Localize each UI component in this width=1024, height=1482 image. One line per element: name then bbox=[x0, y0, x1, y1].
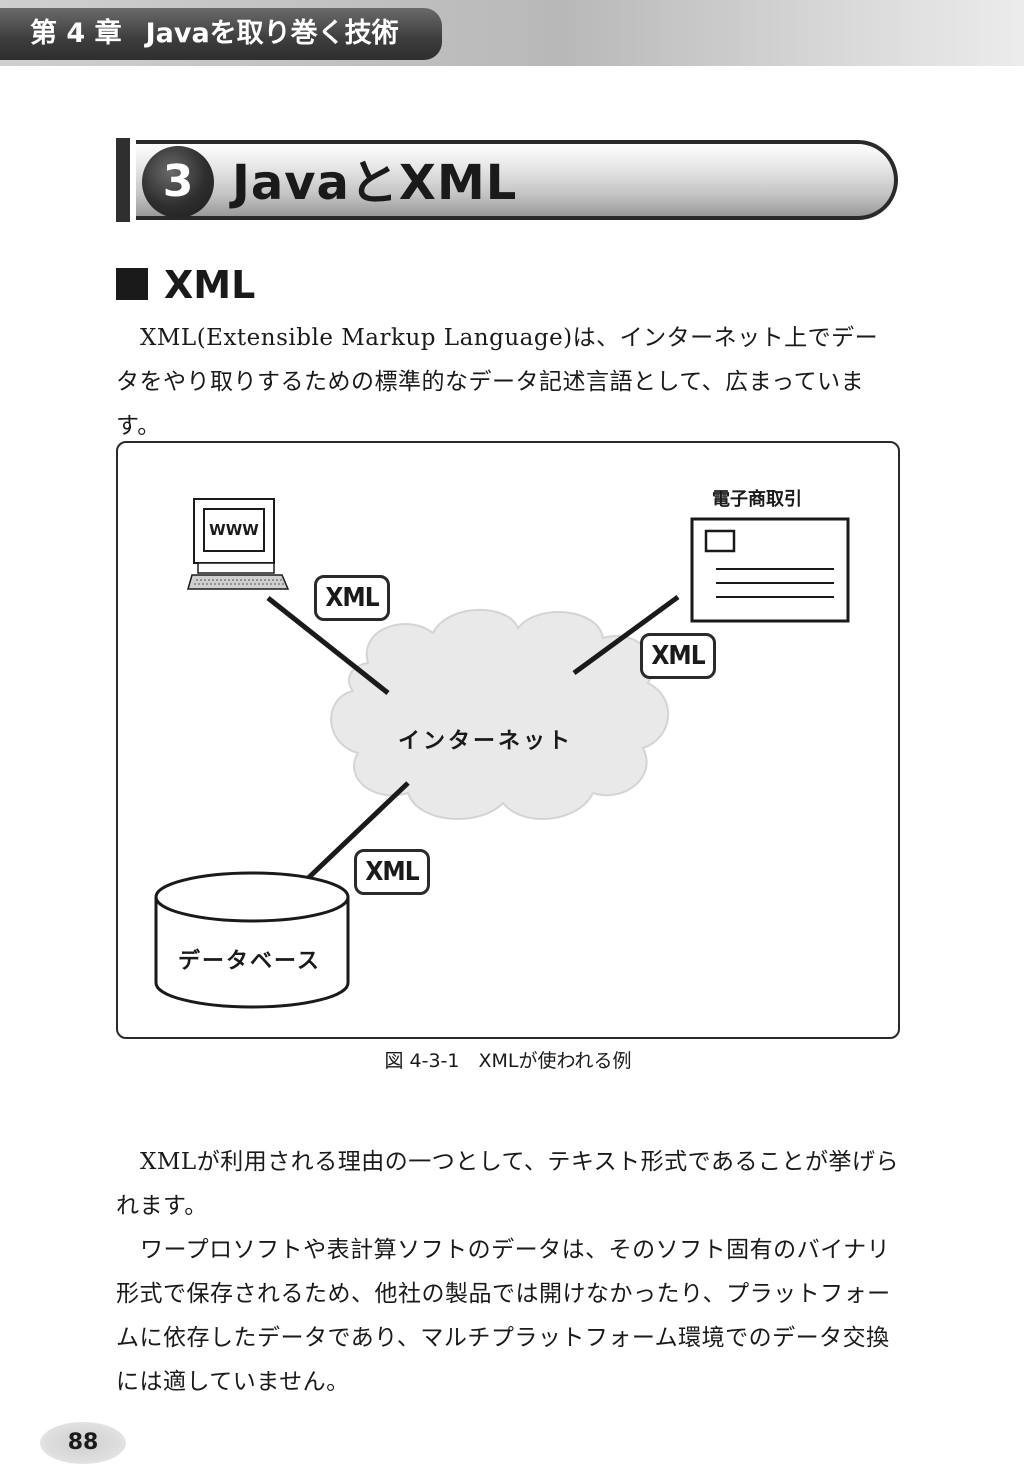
paragraph-binary-formats: ワープロソフトや表計算ソフトのデータは、そのソフト固有のバイナリ形式で保存される… bbox=[116, 1237, 891, 1395]
database-label: データベース bbox=[178, 949, 321, 974]
section-pill bbox=[136, 140, 898, 220]
section-number: 3 bbox=[142, 146, 214, 218]
figure-drawing bbox=[154, 498, 850, 1009]
ecommerce-label: 電子商取引 bbox=[712, 489, 802, 510]
link-line-database bbox=[301, 781, 410, 885]
section-title-bar: 3 JavaとXML bbox=[116, 136, 898, 222]
link-line-ecommerce bbox=[572, 594, 680, 676]
cloud-icon bbox=[330, 608, 670, 820]
paragraph-intro: XML(Extensible Markup Language)は、インターネット… bbox=[116, 325, 879, 439]
ecommerce-document-icon bbox=[690, 517, 850, 623]
page-number: 88 bbox=[40, 1422, 126, 1464]
paragraph-reason: XMLが利用される理由の一つとして、テキスト形式であることが挙げられます。 bbox=[116, 1149, 899, 1219]
chapter-number: 第 4 章 bbox=[30, 18, 122, 49]
internet-label: インターネット bbox=[398, 729, 574, 754]
computer-screen-text: WWW bbox=[209, 521, 259, 539]
xml-badge-database: XML bbox=[354, 849, 430, 895]
xml-badge-ecommerce: XML bbox=[640, 633, 716, 679]
chapter-title: Javaを取り巻く技術 bbox=[145, 18, 399, 49]
link-line-computer bbox=[266, 596, 390, 695]
subheading: XML bbox=[164, 263, 256, 307]
xml-badge-computer: XML bbox=[314, 575, 390, 621]
subheading-square-icon bbox=[116, 268, 148, 300]
chapter-tab: 第 4 章 Javaを取り巻く技術 bbox=[0, 8, 442, 60]
section-stripe bbox=[116, 138, 130, 222]
figure-xml-usage: WWW 電子商取引 インターネット データベース XML XML XML bbox=[116, 441, 900, 1039]
computer-icon bbox=[187, 498, 290, 590]
figure-caption: 図 4-3-1 XMLが使われる例 bbox=[384, 1050, 632, 1072]
database-icon bbox=[154, 871, 350, 1009]
section-title: JavaとXML bbox=[232, 155, 518, 211]
